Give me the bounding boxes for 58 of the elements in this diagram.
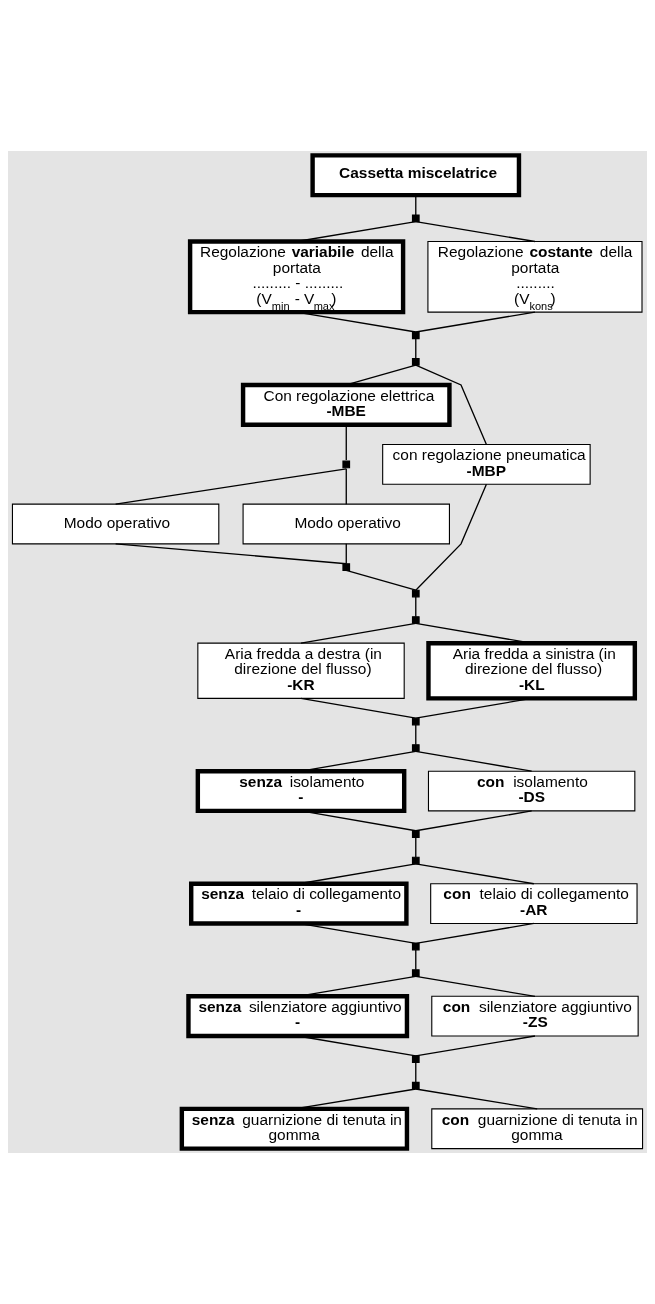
node-square: [411, 589, 420, 598]
node-square: [411, 830, 420, 838]
node-box: senza telaio di collegamento -: [189, 881, 409, 926]
connector: [415, 975, 536, 997]
node-box: con telaio di collegamento -AR: [430, 883, 638, 924]
node-box: con isolamento -DS: [427, 770, 636, 812]
node-square: [411, 357, 420, 366]
node-box: senza guarnizione di tenuta in gomma: [179, 1106, 410, 1151]
connector: [415, 750, 533, 772]
connector: [415, 1061, 417, 1084]
node-box: senza silenziatore aggiuntivo -: [186, 994, 410, 1039]
connector: [415, 220, 536, 243]
node-box: Aria fredda a sinistra (in direzione del flusso) -KL: [426, 640, 638, 701]
node-box: Modo operativo: [11, 503, 220, 545]
connector: [415, 337, 417, 360]
connector: [415, 863, 535, 885]
connector: [345, 543, 347, 565]
node-box: Cassetta miscelatrice: [310, 153, 522, 198]
node-square: [342, 460, 351, 469]
node-box: con silenziatore aggiuntivo -ZS: [431, 995, 639, 1037]
connector: [300, 622, 417, 644]
connector: [415, 311, 536, 333]
node-box: Regolazione costante della portata ......... (V$_{kons}$): [427, 240, 643, 313]
connector: [415, 922, 535, 944]
node-square: [411, 331, 420, 340]
node-square: [411, 616, 420, 624]
connector: [415, 483, 488, 591]
node-box: Con regolazione elettrica -MBE: [240, 382, 452, 427]
node-square: [411, 214, 420, 223]
connector: [345, 569, 417, 591]
connector: [300, 697, 417, 719]
node-box: Regolazione variabile della portata ......... - ......... (V$_{min}$ - V$_{max}$): [187, 239, 406, 315]
connector: [415, 1088, 538, 1110]
node-square: [411, 1081, 420, 1090]
node-box: Modo operativo: [242, 503, 450, 545]
connector: [415, 836, 417, 858]
node-square: [411, 717, 420, 726]
connector: [114, 468, 347, 505]
node-square: [411, 942, 420, 951]
node-square: [411, 744, 420, 752]
connector: [345, 468, 347, 505]
node-square: [411, 1055, 420, 1064]
connector: [415, 1035, 536, 1057]
node-square: [411, 856, 420, 865]
connector: [415, 364, 488, 446]
node-box: Aria fredda a destra (in direzione del flusso) -KR: [197, 642, 405, 699]
connector: [415, 949, 417, 971]
node-box: senza isolamento -: [195, 768, 407, 814]
node-square: [411, 969, 420, 977]
connector: [415, 596, 417, 618]
connector: [415, 194, 417, 216]
node-box: con regolazione pneumatica -MBP: [382, 444, 591, 485]
connector: [345, 424, 347, 461]
node-square: [342, 563, 351, 571]
connector: [114, 543, 347, 565]
node-box: con guarnizione di tenuta in gomma: [431, 1108, 644, 1150]
connector: [415, 810, 533, 832]
connector: [415, 724, 417, 746]
